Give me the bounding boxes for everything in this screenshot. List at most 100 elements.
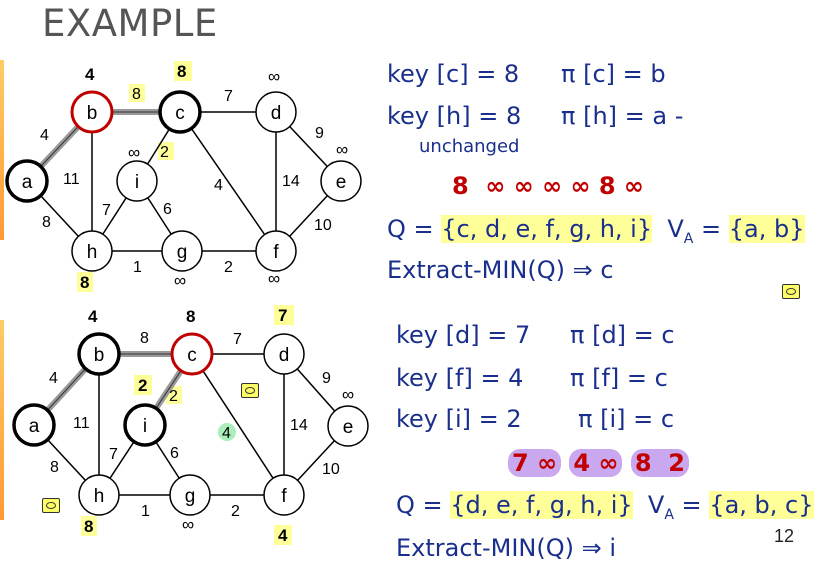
slide-title: EXAMPLE	[42, 2, 218, 45]
node-d: d	[255, 91, 297, 133]
edge-c-f	[179, 111, 277, 252]
comment-icon[interactable]	[241, 383, 259, 398]
p2-key-val: 7 ∞	[508, 449, 562, 477]
p2-key-d: key [d] = 7	[396, 321, 531, 349]
weight-ig: 6	[163, 201, 172, 218]
key-d: ∞	[268, 67, 280, 86]
page-number: 12	[774, 526, 795, 546]
weight-bc: 8	[140, 330, 149, 347]
key-i: 2	[138, 376, 147, 395]
key-d: 7	[278, 306, 287, 325]
key-highlight-c	[174, 61, 192, 81]
weight-ef: 10	[314, 217, 332, 234]
key-highlight-ic-weight	[158, 142, 174, 160]
p2-pi-d: π [d] = c	[570, 321, 675, 349]
key-highlight-cf-weight	[218, 423, 236, 441]
p2-pi-f: π [f] = c	[570, 364, 668, 392]
p2-va-set: {a, b, c}	[709, 491, 814, 519]
p1-unchanged-note: unchanged	[419, 136, 520, 157]
key-highlight-bc-weight	[129, 84, 145, 102]
p2-key-val: 4 ∞	[569, 449, 623, 477]
node-f: f	[263, 474, 305, 516]
slide-accent-bar-bottom	[0, 320, 4, 520]
weight-ef: 10	[322, 461, 340, 478]
p1-key-c: key [c] = 8	[387, 60, 520, 88]
node-h: h	[71, 230, 113, 272]
p2-q-line: Q = {d, e, f, g, h, i} VA = {a, b, c}	[396, 491, 814, 523]
p1-va-label: V	[667, 215, 684, 243]
graph-diagram-1: a b c d e i h g f 4 8 7 9 8 11 7 2 6 4 1…	[5, 61, 362, 292]
p1-key-val: ∞	[485, 172, 506, 200]
key-highlight-h	[77, 272, 93, 292]
svg-text:d: d	[279, 345, 290, 366]
node-h: h	[78, 474, 120, 516]
node-d: d	[263, 333, 305, 375]
weight-bh: 11	[63, 171, 80, 188]
weight-gf: 2	[231, 503, 240, 520]
key-highlight-i	[134, 375, 152, 395]
p2-key-val: 8 2	[630, 449, 689, 477]
svg-text:g: g	[177, 242, 188, 263]
p1-key-val: ∞	[623, 172, 644, 200]
p1-va-sub: A	[683, 230, 694, 247]
weight-df: 14	[282, 173, 300, 190]
key-f: 4	[278, 526, 288, 545]
weight-df: 14	[290, 417, 308, 434]
weight-cf: 4	[222, 425, 231, 442]
svg-text:i: i	[143, 416, 147, 437]
comment-icon[interactable]	[42, 498, 60, 513]
svg-text:h: h	[94, 486, 105, 507]
key-e: ∞	[342, 385, 354, 404]
p1-key-val: ∞	[570, 172, 591, 200]
p1-keys-row: 8 ∞ ∞ ∞ ∞ 8 ∞	[452, 172, 644, 200]
key-highlight-h	[81, 516, 97, 536]
svg-text:h: h	[87, 242, 98, 263]
node-g: g	[161, 230, 203, 272]
weight-bh: 11	[73, 415, 90, 432]
weight-ic: 2	[160, 144, 169, 161]
p1-key-h: key [h] = 8	[387, 102, 522, 130]
weight-de: 9	[315, 125, 324, 142]
p1-key-val: 8	[452, 172, 469, 200]
slide-accent-bar-top	[0, 60, 4, 240]
svg-text:f: f	[281, 486, 287, 507]
key-h: 8	[80, 273, 89, 292]
key-h: 8	[84, 517, 93, 536]
node-g: g	[169, 474, 211, 516]
key-highlight-d	[274, 305, 294, 325]
svg-text:d: d	[271, 103, 282, 124]
p2-key-i: key [i] = 2	[396, 405, 522, 433]
weight-hg: 1	[133, 259, 142, 276]
node-e: e	[320, 160, 362, 202]
p1-key-val: ∞	[542, 172, 563, 200]
p2-extract-min: Extract-MIN(Q) ⇒ i	[396, 534, 617, 562]
svg-text:e: e	[343, 417, 354, 438]
node-i: i	[123, 403, 167, 447]
node-c: c	[158, 90, 202, 134]
weight-ic: 2	[169, 388, 178, 405]
node-b: b	[70, 90, 114, 134]
weight-de: 9	[322, 370, 331, 387]
key-f: ∞	[268, 269, 280, 288]
node-i: i	[116, 160, 158, 202]
key-c: 8	[177, 62, 186, 81]
svg-text:i: i	[135, 172, 139, 193]
key-b: 4	[88, 307, 98, 326]
p1-q-line: Q = {c, d, e, f, g, h, i} VA = {a, b}	[387, 215, 805, 247]
weight-ah: 8	[42, 214, 51, 231]
p2-va-label: V	[647, 491, 665, 519]
p1-key-val: 8	[598, 172, 616, 200]
svg-text:e: e	[336, 172, 347, 193]
p1-va-set: {a, b}	[728, 215, 805, 243]
key-e: ∞	[336, 140, 348, 159]
graph-diagram-2: a b c d e i h g f 4 8 7 9 8 11 7 2 6 4 1…	[12, 305, 369, 545]
svg-text:a: a	[29, 416, 40, 437]
p1-key-val: ∞	[513, 172, 534, 200]
svg-text:f: f	[273, 242, 279, 263]
svg-text:b: b	[94, 345, 105, 366]
svg-text:a: a	[22, 172, 33, 193]
p2-keys-row: 7 ∞ 4 ∞ 8 2	[508, 449, 689, 477]
key-b: 4	[85, 65, 95, 84]
comment-icon[interactable]	[782, 284, 800, 299]
p1-q-set: {c, d, e, f, g, h, i}	[441, 215, 653, 243]
